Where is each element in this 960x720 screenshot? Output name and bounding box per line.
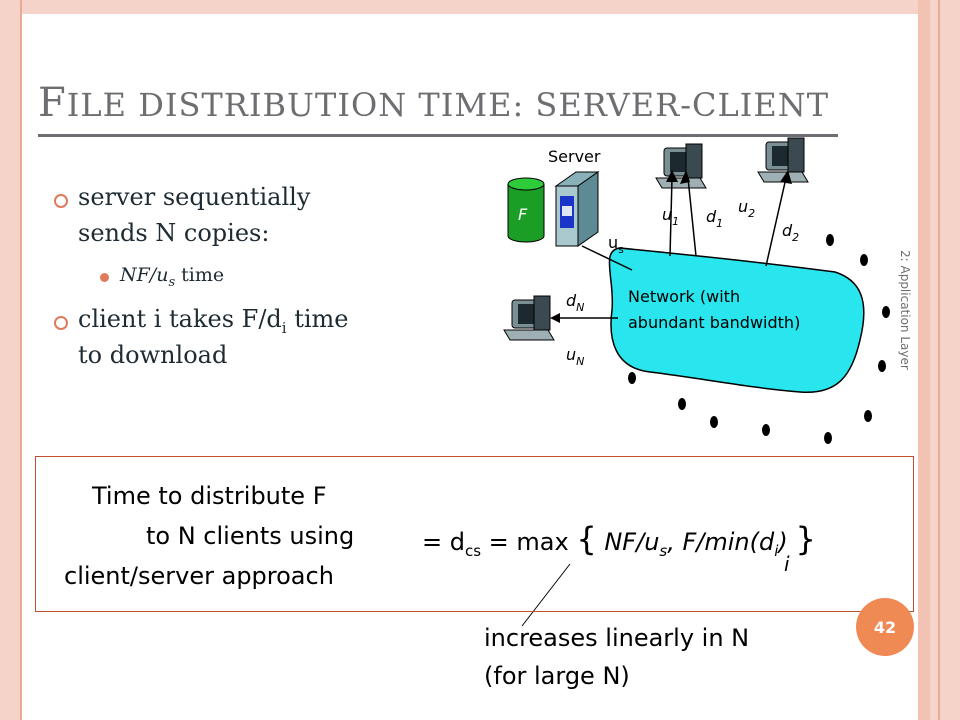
file-label: F [518,205,528,224]
sub-bullet-tail: time [175,264,225,286]
bullet-2-pre: client i takes F/d [78,305,282,333]
link-u1 [669,177,673,257]
formula-eq-mid: = max [481,528,577,556]
formula-lhs-line-2: to N clients using [146,522,355,550]
label-d1: d1 [706,207,723,230]
slide-title: FILE DISTRIBUTION TIME: SERVER-CLIENT [38,80,829,126]
bullet-2-line-1: client i takes F/di time [78,302,349,345]
page-number: 42 [873,617,897,637]
formula-min-subscript: i [784,552,790,576]
network-label-line-1: Network (with [628,287,740,306]
bullet-marker-1 [54,194,68,208]
formula-lhs-line-3: client/server approach [64,562,334,590]
bullet-2-line-2: to download [78,341,228,369]
right-border-line [938,0,940,720]
formula-box [35,456,914,612]
sub-bullet-marker [100,273,109,282]
right-border-outer [930,0,960,720]
formula-term1: NF/u [604,528,660,556]
label-u1: u1 [662,205,679,228]
formula-comma: , F/min(d [667,528,775,556]
label-us: us [608,233,624,256]
formula-lhs-text-1: Time to distribute F [92,482,327,510]
note-line-2: (for large N) [484,662,630,690]
title-initial: F [38,80,67,126]
sub-bullet-1: NF/us time [120,264,224,290]
sub-bullet-formula: NF/u [120,264,169,286]
top-border [0,0,918,14]
bullet-1-line-1: server sequentially [78,183,311,211]
title-part1: ILE DISTRIBUTION TIME [66,86,513,124]
sidebar-chapter-label: 2: Application Layer [898,250,912,370]
title-underline [38,134,838,137]
formula-term2-sub: i [774,541,779,560]
label-u2: u2 [738,197,755,220]
other-clients-dots [628,234,890,444]
title-part2: SERVER-CLIENT [535,86,830,124]
annotation-pointer [521,563,571,627]
formula-rhs: = dcs = max { NF/us, F/min(di) } [422,520,816,560]
formula-brace-open: { [576,520,597,558]
link-d1 [687,177,697,257]
server-tower [554,171,600,247]
left-border [0,0,20,720]
computer-icon-N [503,295,555,341]
formula-close: ) [778,528,788,556]
network-cloud [608,247,865,393]
page-number-badge: 42 [856,598,914,656]
bullet-2-sub: i [281,318,287,337]
bullet-1-line-2: sends N copies: [78,219,270,247]
formula-brace-close: } [795,520,816,558]
server-label: Server [548,147,601,166]
formula-lhs-line-1: Time to distribute F [92,482,327,510]
network-label-line-2: abundant bandwidth) [628,313,800,332]
label-d2: d2 [782,221,799,244]
sub-bullet-formula-sub: s [168,274,176,290]
label-dN: dN [566,291,584,314]
note-line-1: increases linearly in N [484,624,750,652]
computer-icon-1 [655,143,707,189]
formula-eq-pre: = d [422,528,465,556]
file-cylinder [507,177,545,243]
formula-eq-sub: cs [464,541,482,560]
bullet-2-post: time [286,305,349,333]
title-colon: : [512,86,536,124]
formula-term1-sub: s [659,541,668,560]
server-uplink [581,245,633,271]
link-u2 [765,177,787,267]
computer-icon-2 [757,137,809,183]
left-border-line [20,0,22,720]
right-border-inner [918,0,930,720]
label-uN: uN [566,345,584,368]
bullet-marker-2 [54,316,68,330]
